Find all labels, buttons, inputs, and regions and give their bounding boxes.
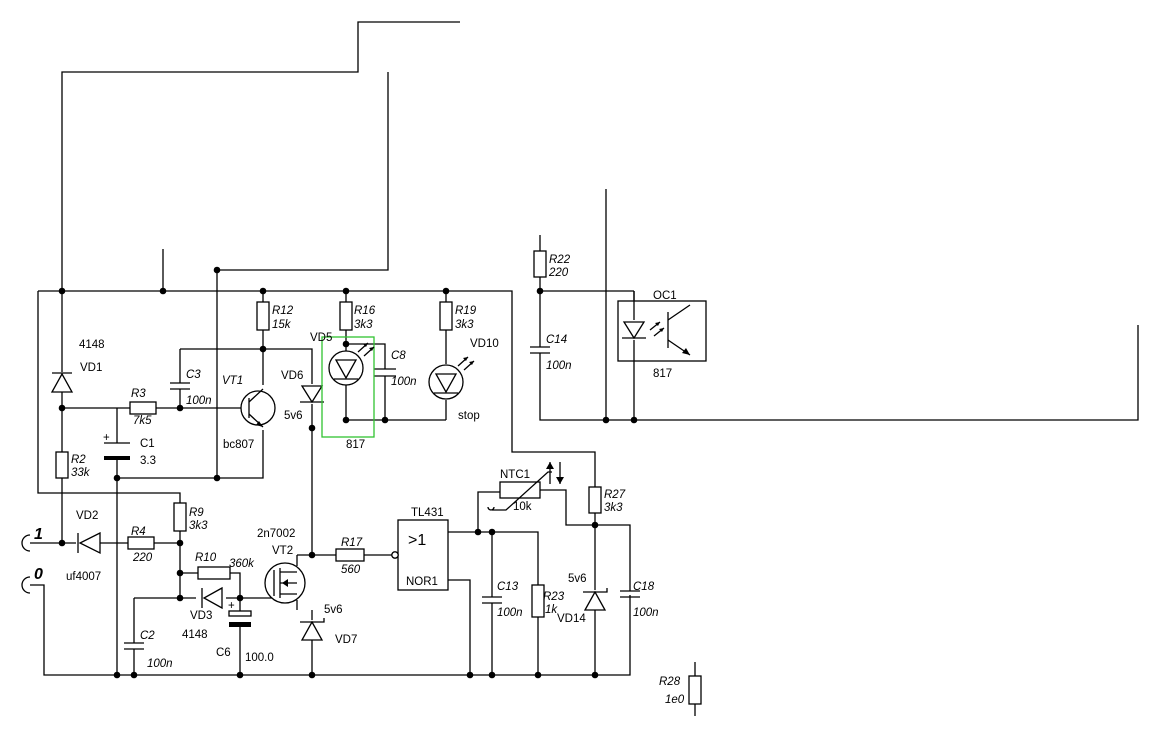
r12-value: 15k — [272, 319, 292, 331]
c1-value: 3.3 — [140, 455, 156, 467]
vd14-ref: VD14 — [557, 613, 586, 625]
r27-value: 3k3 — [604, 502, 623, 514]
vd14-value: 5v6 — [568, 573, 587, 585]
vt2-ref: VT2 — [272, 545, 293, 557]
r4-value: 220 — [132, 552, 153, 564]
vd10-ref: VD10 — [470, 338, 499, 350]
terminal-1: 1 — [34, 526, 43, 543]
r23-ref: R23 — [543, 591, 565, 603]
c3-value: 100n — [186, 395, 212, 407]
r27-ref: R27 — [604, 489, 626, 501]
r9-value: 3k3 — [189, 520, 208, 532]
vd5-ref: VD5 — [310, 332, 332, 344]
r16-value: 3k3 — [354, 319, 373, 331]
r28-value: 1e0 — [665, 694, 685, 706]
r16-ref: R16 — [354, 305, 376, 317]
c2-ref: C2 — [140, 630, 155, 642]
r19-ref: R19 — [455, 305, 477, 317]
r9-ref: R9 — [189, 507, 204, 519]
c18-ref: C18 — [633, 581, 655, 593]
capacitors — [104, 346, 640, 650]
oc1-value: 817 — [653, 368, 672, 380]
r2-value: 33k — [71, 467, 91, 479]
terminals — [21, 534, 31, 594]
terminal-0: 0 — [34, 566, 43, 583]
vt2-value: 2n7002 — [257, 528, 295, 540]
r23-value: 1k — [545, 604, 558, 616]
c1-ref: C1 — [140, 438, 155, 450]
vd7-value: 5v6 — [324, 604, 343, 616]
r17-value: 560 — [341, 564, 361, 576]
vd2-value: uf4007 — [66, 571, 101, 583]
junctions — [58, 266, 638, 679]
r2-ref: R2 — [71, 454, 86, 466]
wires — [30, 21, 1139, 716]
c8-value: 100n — [391, 376, 417, 388]
vd7-ref: VD7 — [335, 634, 357, 646]
labels: 4148 VD1 R3 7k5 C3 100n VT1 bc807 R12 15… — [34, 254, 685, 706]
ntc1-value: 10k — [513, 501, 532, 513]
r3-value: 7k5 — [133, 415, 152, 427]
ntc1-ref: NTC1 — [500, 469, 530, 481]
r10-value: 360k — [229, 558, 255, 570]
r28-ref: R28 — [659, 676, 681, 688]
vd6-ref: VD6 — [281, 370, 303, 382]
vd3-ref: VD3 — [190, 610, 212, 622]
r10-ref: R10 — [195, 552, 217, 564]
vd1-value: 4148 — [79, 339, 105, 351]
vt1-value: bc807 — [223, 439, 254, 451]
vd5-value: 817 — [346, 439, 365, 451]
optocoupler — [617, 291, 707, 362]
c1-plus: + — [103, 432, 110, 444]
vd1-ref: VD1 — [80, 362, 102, 374]
u1-ref: TL431 — [411, 507, 444, 519]
transistors — [240, 388, 306, 604]
vt1-ref: VT1 — [222, 375, 243, 387]
vd6-value: 5v6 — [284, 410, 303, 422]
c2-value: 100n — [147, 658, 173, 670]
c14-ref: C14 — [546, 334, 567, 346]
ntc-thermistor — [487, 462, 564, 511]
resistors — [55, 250, 702, 705]
c6-value: 100.0 — [245, 652, 274, 664]
r12-ref: R12 — [272, 305, 294, 317]
r4-ref: R4 — [131, 526, 146, 538]
r22-ref: R22 — [549, 254, 571, 266]
r17-ref: R17 — [341, 537, 363, 549]
c13-value: 100n — [497, 607, 523, 619]
r3-ref: R3 — [131, 388, 146, 400]
c13-ref: C13 — [497, 581, 519, 593]
c8-ref: C8 — [391, 350, 406, 362]
diodes — [50, 372, 608, 641]
vd10-value: stop — [458, 410, 480, 422]
c18-value: 100n — [633, 607, 659, 619]
leds — [321, 336, 475, 438]
c6-ref: C6 — [216, 647, 231, 659]
vd3-value: 4148 — [182, 629, 208, 641]
c6-plus: + — [228, 600, 235, 612]
u1-value: NOR1 — [406, 576, 438, 588]
u1-symbol: >1 — [408, 532, 426, 549]
nor-gate — [391, 519, 449, 591]
c14-value: 100n — [546, 360, 572, 372]
r22-value: 220 — [548, 267, 569, 279]
vd2-ref: VD2 — [76, 510, 98, 522]
r19-value: 3k3 — [455, 319, 474, 331]
oc1-ref: OC1 — [653, 290, 677, 302]
c3-ref: C3 — [186, 369, 201, 381]
